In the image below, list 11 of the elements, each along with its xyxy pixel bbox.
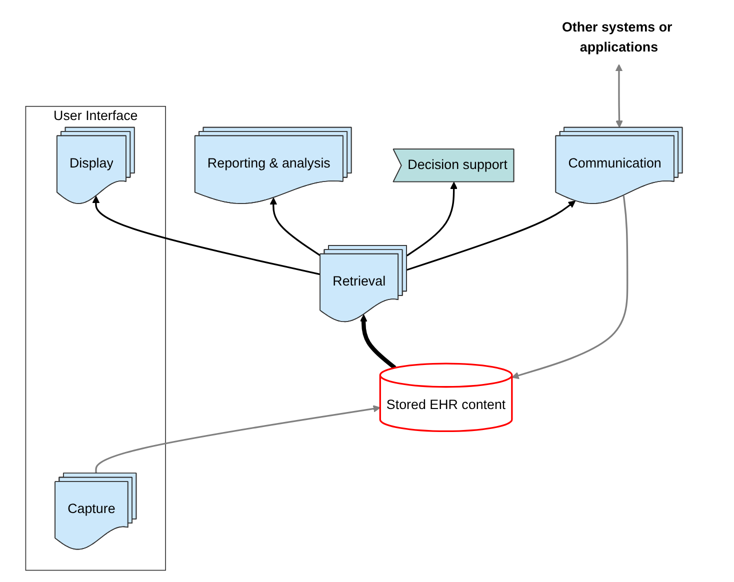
arrow bbox=[511, 196, 628, 380]
arrow bbox=[360, 314, 396, 370]
flowchart: User Interface Other systems or applications Display Reporting & analysis Decision support Communication Retrieval Stored EHR content Capture bbox=[18, 5, 716, 577]
arrow bbox=[94, 405, 380, 474]
cluster bbox=[24, 106, 166, 571]
node-text: Other systems or applications bbox=[562, 20, 672, 55]
arrow bbox=[269, 198, 321, 256]
arrow bbox=[92, 196, 320, 276]
arrow bbox=[614, 64, 623, 128]
arrow bbox=[406, 200, 576, 271]
arrow bbox=[406, 182, 458, 256]
